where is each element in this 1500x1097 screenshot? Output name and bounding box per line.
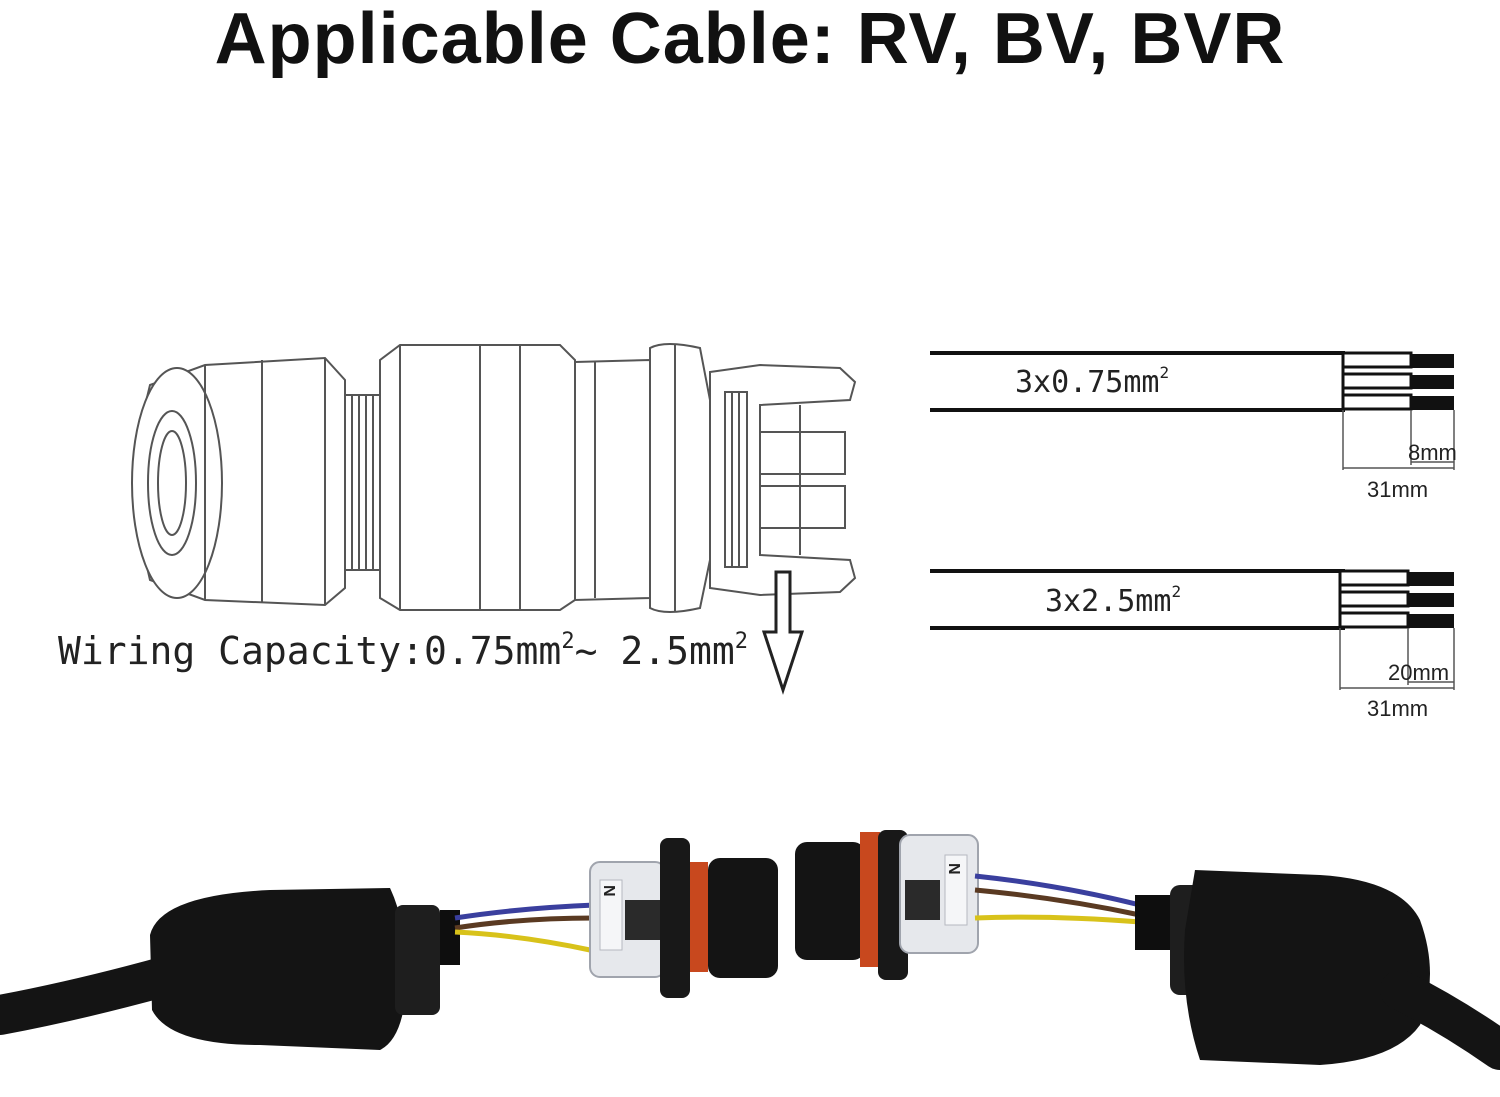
left-terminal-mark: N	[600, 885, 617, 897]
cable-1-section-sup: 2	[1160, 363, 1170, 382]
cable-2-section: 3x2.5mm2	[1045, 582, 1181, 619]
hex-body	[379, 344, 576, 611]
cable-1-section: 3x0.75mm2	[1015, 363, 1169, 400]
cable-2-strip-length: 20mm	[1388, 660, 1449, 685]
left-cable	[0, 955, 190, 1035]
right-wire-brown	[974, 887, 1141, 918]
latch-finger	[759, 431, 846, 475]
right-wire-blue	[974, 873, 1141, 908]
cable-2-section-value: 3x2.5mm	[1045, 584, 1171, 619]
wiring-capacity-sup2: 2	[735, 629, 748, 654]
stripped-conductors	[1338, 569, 1454, 629]
wiring-capacity-prefix: Wiring Capacity:0.75mm	[58, 629, 561, 673]
right-wire-yellow	[974, 914, 1141, 925]
connector-photo: N N	[0, 830, 1500, 1070]
wiring-capacity-sup1: 2	[561, 629, 574, 654]
cable-1-total-length: 31mm	[1367, 477, 1428, 502]
cable-2-section-sup: 2	[1171, 582, 1181, 601]
right-boot	[1184, 870, 1430, 1065]
left-wire-brown	[454, 915, 596, 931]
main-sleeve	[574, 358, 651, 602]
cable-2-total-length: 31mm	[1367, 696, 1428, 721]
down-arrow	[761, 570, 805, 695]
cable-1-section-value: 3x0.75mm	[1015, 365, 1160, 400]
thread-section	[344, 394, 384, 571]
cable-strip-diagram-1: 3x0.75mm2 8mm 31mm	[930, 351, 1457, 502]
wiring-capacity-label: Wiring Capacity:0.75mm2~ 2.5mm2	[58, 629, 748, 673]
page-title: Applicable Cable: RV, BV, BVR	[214, 0, 1286, 79]
cable-strip-diagram-2: 3x2.5mm2 20mm 31mm	[930, 569, 1455, 721]
left-wire-blue	[454, 902, 596, 921]
left-wire-yellow	[454, 929, 591, 953]
left-boot	[150, 888, 406, 1050]
right-cable	[1380, 970, 1500, 1070]
cable-1-strip-length: 8mm	[1408, 440, 1457, 465]
wiring-capacity-middle: ~ 2.5mm	[575, 629, 735, 673]
right-terminal-mark: N	[945, 863, 962, 875]
connector-line-drawing	[131, 343, 857, 613]
flange	[649, 343, 711, 613]
stripped-conductors	[1341, 351, 1454, 411]
gland-nut-opening	[147, 410, 197, 556]
